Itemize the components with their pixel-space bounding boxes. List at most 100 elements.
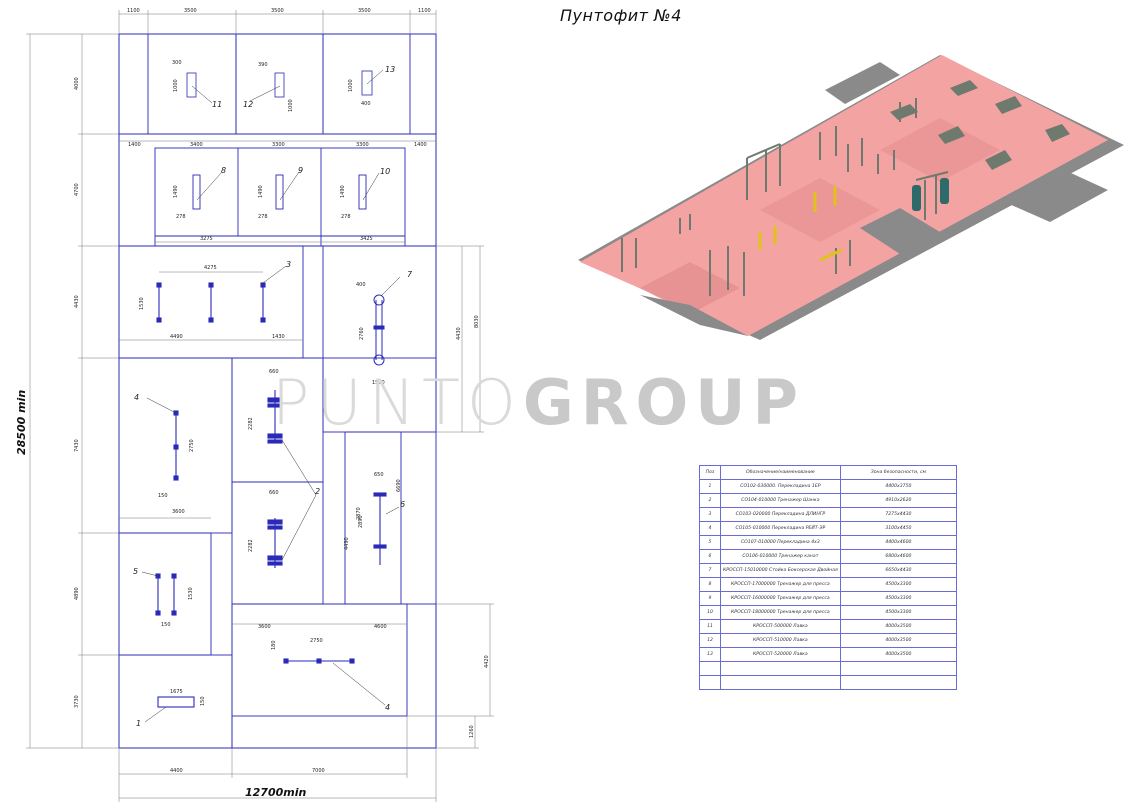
watermark-part2: GROUP bbox=[522, 366, 805, 439]
spec-cell-zone: 4000х3500 bbox=[839, 633, 958, 648]
spec-cell-zone bbox=[839, 661, 958, 676]
dim-right-2: 8030 bbox=[474, 315, 480, 328]
dim-right-1: 4430 bbox=[456, 327, 462, 340]
benches bbox=[186, 69, 384, 104]
bench-12-label: 12 bbox=[243, 100, 253, 109]
dim-left-5: 4890 bbox=[74, 587, 80, 600]
spec-cell-pos: 2 bbox=[699, 493, 721, 508]
item-4a-height: 2750 bbox=[189, 439, 195, 452]
item-5-height: 1530 bbox=[188, 587, 194, 600]
item-6-label: 6 bbox=[400, 500, 405, 509]
spec-cell-zone: 4400х4600 bbox=[839, 535, 958, 550]
press-10-label: 10 bbox=[380, 167, 390, 176]
dim-top-5: 1100 bbox=[418, 8, 431, 14]
spec-header-row: Поз Обозначение/наименование Зона безопа… bbox=[699, 465, 958, 480]
spec-cell-pos: 8 bbox=[699, 577, 721, 592]
item-2b-height: 2282 bbox=[248, 539, 254, 552]
spec-cell-zone: 4910х2620 bbox=[839, 493, 958, 508]
item-4b-label: 4 bbox=[385, 703, 390, 712]
spec-cell-pos: 5 bbox=[699, 535, 721, 550]
spec-cell-name: СО103-020000 Перекладина ДЛИНГР bbox=[720, 507, 841, 522]
equipment bbox=[621, 80, 1070, 296]
total-width-label: 12700min bbox=[245, 786, 307, 799]
item-4b-left: 3600 bbox=[258, 624, 271, 630]
spec-cell-name: КРОССП-510000 Лавка bbox=[720, 633, 841, 648]
spec-cell-pos: 11 bbox=[699, 619, 721, 634]
item-6-side: 6690 bbox=[396, 479, 402, 492]
press-8-label: 8 bbox=[221, 166, 226, 175]
bars-item-5 bbox=[141, 571, 177, 616]
spec-cell-name: КРОССП-17000000 Тренажер для пресса bbox=[720, 577, 841, 592]
spec-cell-pos bbox=[699, 675, 721, 690]
spec-cell-name bbox=[720, 661, 841, 676]
dim-row2-4: 3300 bbox=[356, 142, 369, 148]
item-4b-width: 2750 bbox=[310, 638, 323, 644]
dimension-texts: 1100 3500 3500 3500 1100 1400 3400 3300 … bbox=[15, 8, 490, 799]
item-4a-under: 150 bbox=[158, 493, 168, 499]
item-2a-height: 2282 bbox=[248, 417, 254, 430]
spec-cell-zone: 4000х3500 bbox=[839, 619, 958, 634]
dim-right-3: 2870 bbox=[356, 507, 362, 520]
bars-3-width: 4275 bbox=[204, 265, 217, 271]
dim-bottom-2: 7000 bbox=[312, 768, 325, 774]
spec-cell-pos bbox=[699, 661, 721, 676]
spec-cell-pos: 6 bbox=[699, 549, 721, 564]
spec-cell-zone: 4500х3300 bbox=[839, 577, 958, 592]
spec-cell-pos: 1 bbox=[699, 479, 721, 494]
spec-cell-pos: 13 bbox=[699, 647, 721, 662]
bench-11-h: 1000 bbox=[173, 79, 179, 92]
dim-row2-sub-1: 3275 bbox=[200, 236, 213, 242]
spec-cell-name: СО104-010000 Тренажер Шанка bbox=[720, 493, 841, 508]
press-10-h: 1490 bbox=[340, 185, 346, 198]
spec-cell-pos: 4 bbox=[699, 521, 721, 536]
dim-bottom-1: 4400 bbox=[170, 768, 183, 774]
dim-left-3: 4430 bbox=[74, 295, 80, 308]
spec-cell-pos: 3 bbox=[699, 507, 721, 522]
spec-cell-pos: 12 bbox=[699, 633, 721, 648]
total-height-label: 28500 min bbox=[15, 390, 28, 455]
item-6-height: 2890 bbox=[358, 515, 364, 528]
spec-cell-name bbox=[720, 675, 841, 690]
spec-cell-zone: 6650х4430 bbox=[839, 563, 958, 578]
item-5-label: 5 bbox=[133, 567, 138, 576]
spec-cell-name: СО102-030000. Перекладина 1ЕР bbox=[720, 479, 841, 494]
spec-cell-name: СО105-010000 Перекладина РЕЙТ-ЭР bbox=[720, 521, 841, 536]
watermark-part1: PUNTO bbox=[272, 366, 523, 439]
item-5-under: 150 bbox=[161, 622, 171, 628]
item-7-height: 2760 bbox=[359, 327, 365, 340]
item-4a-label: 4 bbox=[134, 393, 139, 402]
dim-left-2: 4700 bbox=[74, 183, 80, 196]
bench-12-h: 1000 bbox=[288, 99, 294, 112]
spec-cell-pos: 9 bbox=[699, 591, 721, 606]
spec-cell-pos: 10 bbox=[699, 605, 721, 620]
spec-cell-name: КРОССП-15010000 Стойка Боксерская Двойна… bbox=[720, 563, 841, 578]
boxing-stand-item-7 bbox=[373, 276, 401, 366]
dim-left-1: 4000 bbox=[74, 77, 80, 90]
safety-zones bbox=[580, 55, 1108, 336]
spec-cell-name: КРОССП-520000 Лавка bbox=[720, 647, 841, 662]
bars-3-height: 1530 bbox=[139, 297, 145, 310]
spec-cell-zone: 4500х3300 bbox=[839, 591, 958, 606]
bench-13-label: 13 bbox=[385, 65, 395, 74]
press-10-w: 278 bbox=[341, 214, 351, 220]
trainer-item-6 bbox=[373, 492, 400, 565]
trainer-item-2 bbox=[267, 390, 317, 568]
watermark: PUNTOGROUP bbox=[272, 366, 805, 439]
dim-row2-2: 3400 bbox=[190, 142, 203, 148]
spec-cell-zone: 3100х4450 bbox=[839, 521, 958, 536]
spec-cell-name: СО106-010000 Тренажер канат bbox=[720, 549, 841, 564]
press-8-h: 1490 bbox=[173, 185, 179, 198]
dim-right-6: 1260 bbox=[469, 725, 475, 738]
dim-row2-3: 3300 bbox=[272, 142, 285, 148]
spec-cell-name: СО107-010000 Перекладина 4х3 bbox=[720, 535, 841, 550]
spec-row bbox=[699, 661, 958, 676]
